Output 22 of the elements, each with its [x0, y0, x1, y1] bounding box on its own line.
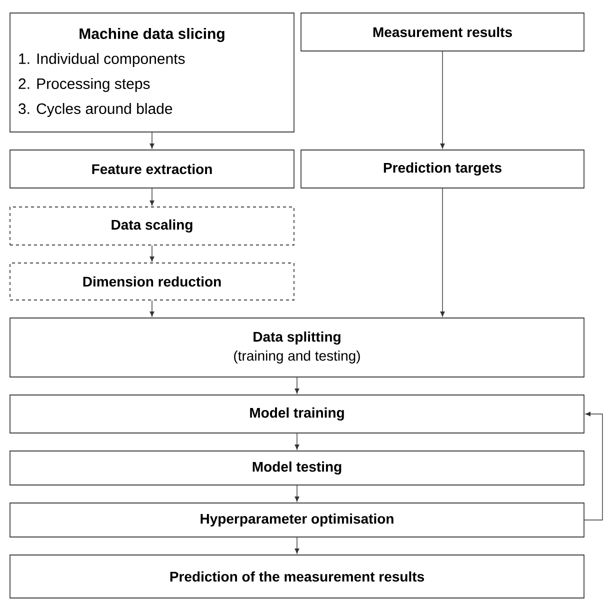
process-box: Hyperparameter optimisation — [10, 502, 584, 538]
arrow — [294, 537, 300, 554]
arrow — [440, 51, 445, 149]
arrow — [150, 188, 154, 206]
arrow — [150, 300, 154, 317]
arrow — [150, 132, 154, 149]
process-box: Machine data slicing 1. Individual components 2. Processing steps 3. Cycles around blade — [10, 12, 294, 132]
arrow — [294, 485, 300, 502]
arrow — [440, 188, 445, 317]
arrow — [584, 412, 603, 520]
process-box: Data scaling — [10, 206, 294, 246]
arrow — [150, 245, 154, 262]
process-box: Model testing — [10, 450, 584, 486]
process-box: Data splitting (training and testing) — [10, 318, 584, 378]
process-box: Model training — [10, 394, 584, 434]
process-box: Prediction of the measurement results — [10, 554, 584, 598]
process-box: Measurement results — [300, 12, 584, 52]
process-box: Feature extraction — [10, 150, 294, 188]
process-box: Prediction targets — [300, 150, 584, 188]
process-box: Dimension reduction — [10, 262, 294, 300]
arrow — [294, 377, 300, 394]
arrow — [294, 433, 300, 450]
